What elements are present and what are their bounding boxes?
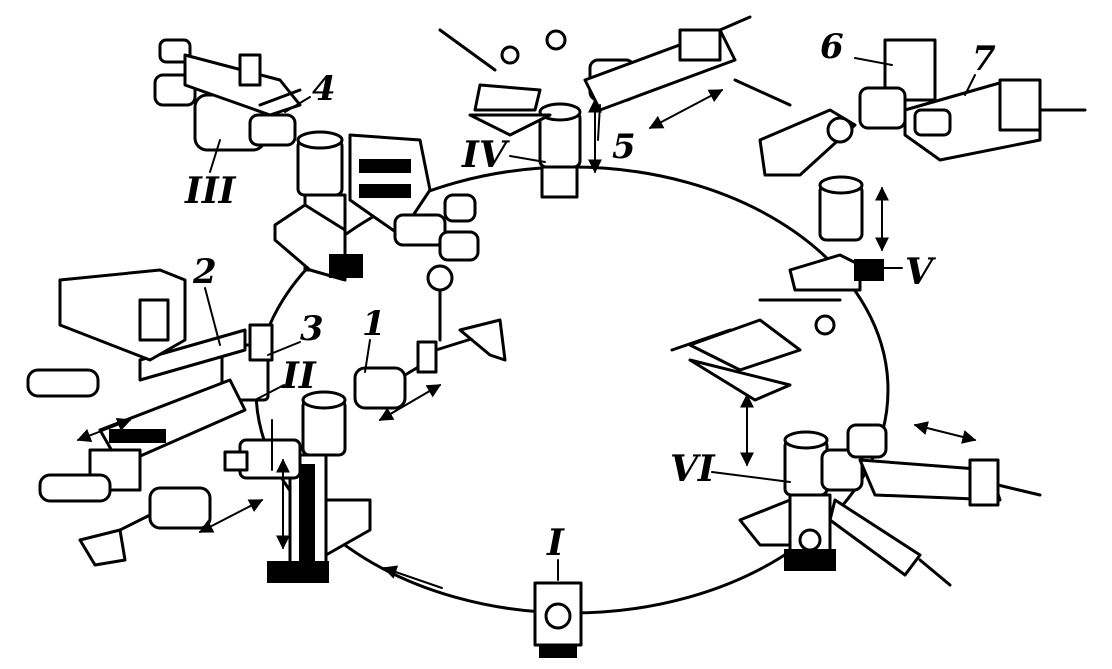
part-label-2: 2 (192, 252, 217, 292)
machine-head-2-3 (26, 268, 274, 503)
leader-IV (509, 155, 546, 163)
feed-drive-1 (353, 264, 507, 410)
station-V-upper-feed (733, 78, 857, 177)
part-label-7: 7 (972, 39, 996, 79)
leader-5 (597, 104, 601, 141)
leader-7 (964, 74, 976, 96)
leader-4 (284, 96, 311, 113)
feed-arrow-1 (378, 384, 442, 421)
part-label-1: 1 (362, 304, 386, 344)
part-label-4: 4 (312, 69, 336, 109)
station-label-V: V (905, 251, 936, 293)
spindle-head-4 (153, 38, 302, 152)
station-label-VI: VI (670, 448, 716, 490)
station-II-unit (223, 390, 372, 583)
leader-6 (854, 57, 893, 66)
leader-III (209, 139, 221, 173)
station-III-unit (273, 130, 363, 282)
station-VI-unit (738, 430, 836, 571)
leader-VI (711, 471, 791, 483)
station-label-I: I (546, 522, 565, 564)
part-label-3: 3 (300, 309, 324, 349)
part-label-5: 5 (612, 127, 636, 167)
unit-6-7 (858, 38, 1087, 162)
leader-2 (204, 287, 221, 346)
station-VI-feed-units (820, 423, 1042, 587)
leader-1 (364, 339, 371, 373)
station-IV-left-unit (438, 28, 567, 137)
lower-left-feed-unit (78, 486, 212, 567)
station-label-IV: IV (461, 134, 510, 176)
feed-arrow-lower-left (198, 499, 264, 533)
station-V-lower-unit (670, 298, 842, 402)
leader-II (254, 384, 285, 401)
feed-arrow-2 (76, 417, 132, 443)
station-III-side-unit (348, 133, 480, 262)
feed-arrow-VI (913, 421, 977, 444)
station-label-III: III (184, 170, 237, 212)
part-label-6: 6 (820, 27, 844, 67)
leader-3 (267, 341, 301, 356)
station-I-fixture (533, 581, 583, 658)
station-label-II: II (281, 355, 317, 397)
feed-arrow-5 (648, 89, 724, 129)
rotation-arrow (382, 565, 443, 589)
unit-5 (583, 15, 752, 112)
station-V-unit (788, 175, 884, 292)
